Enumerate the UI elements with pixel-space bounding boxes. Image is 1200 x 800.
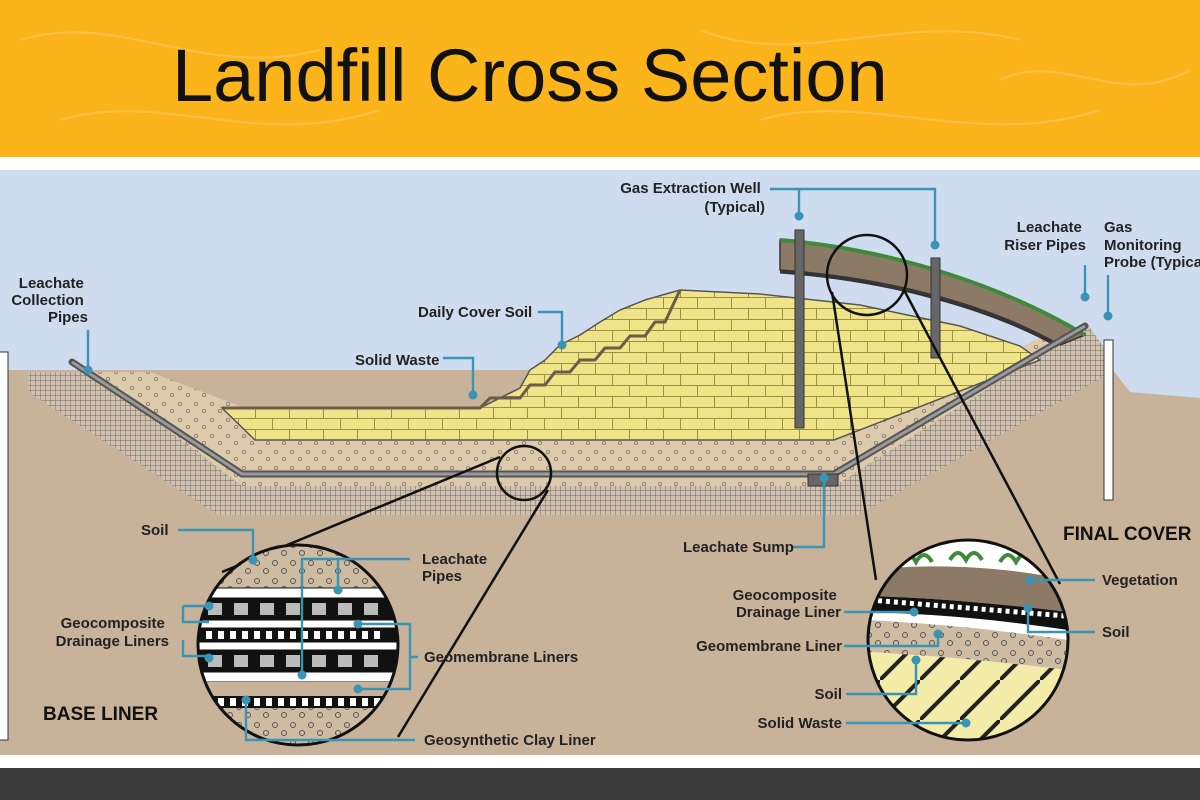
base-liner-inset [198,545,398,745]
left-edge-post [0,351,9,741]
callout-soil-right: Soil [1102,624,1130,641]
final-cover-zoom-lines [830,289,1062,585]
labels: Leachate Collection Pipes Daily Cover So… [11,180,1200,749]
callout-vegetation: Vegetation [1102,572,1178,589]
label-daily-cover-soil: Daily Cover Soil [418,304,532,321]
label-final-cover: FINAL COVER [1063,524,1192,545]
page-title: Landfill Cross Section [172,34,888,117]
callout-geosynthetic-clay-liner: Geosynthetic Clay Liner [424,732,596,749]
leachate-collection-pipe-inner [71,324,1086,476]
label-gas-extraction-well: Gas Extraction Well (Typical) [620,180,765,216]
label-solid-waste: Solid Waste [355,352,439,369]
footer-band [0,768,1200,800]
label-leachate-collection-pipes: Leachate Collection Pipes [11,275,88,326]
callout-geocomposite-drainage-liner: Geocomposite Drainage Liner [733,587,842,621]
final-cover-magnifier [825,233,909,317]
callout-soil-base: Soil [141,522,169,539]
callout-geomembrane-liner: Geomembrane Liner [696,638,842,655]
final-cover-inset [868,540,1068,740]
callout-soil-lower: Soil [814,686,842,703]
gas-extraction-well-1 [794,229,805,429]
callout-leachate-pipes: Leachate Pipes [422,551,491,585]
base-liner-inset-ring [196,543,400,747]
base-liner-magnifier [495,444,553,502]
leader-lines [83,187,1113,742]
vegetation-layer [779,238,1087,337]
label-leachate-sump: Leachate Sump [683,539,794,556]
solid-waste-body [220,289,1042,441]
final-cover-inset-ring [866,538,1070,742]
label-leachate-riser-pipes: Leachate Riser Pipes [1004,219,1086,254]
title-banner: Landfill Cross Section [0,0,1200,157]
daily-cover-soil-steps [222,289,682,410]
callout-geomembrane-liners: Geomembrane Liners [424,649,578,666]
label-base-liner: BASE LINER [43,704,158,725]
gas-extraction-well-2 [930,257,941,359]
callout-geocomposite-drainage-liners: Geocomposite Drainage Liners [56,615,169,650]
callout-solid-waste: Solid Waste [758,715,842,732]
gas-monitoring-probe [1103,339,1114,501]
label-gas-monitoring-probe: Gas Monitoring Probe (Typical) [1104,219,1200,271]
